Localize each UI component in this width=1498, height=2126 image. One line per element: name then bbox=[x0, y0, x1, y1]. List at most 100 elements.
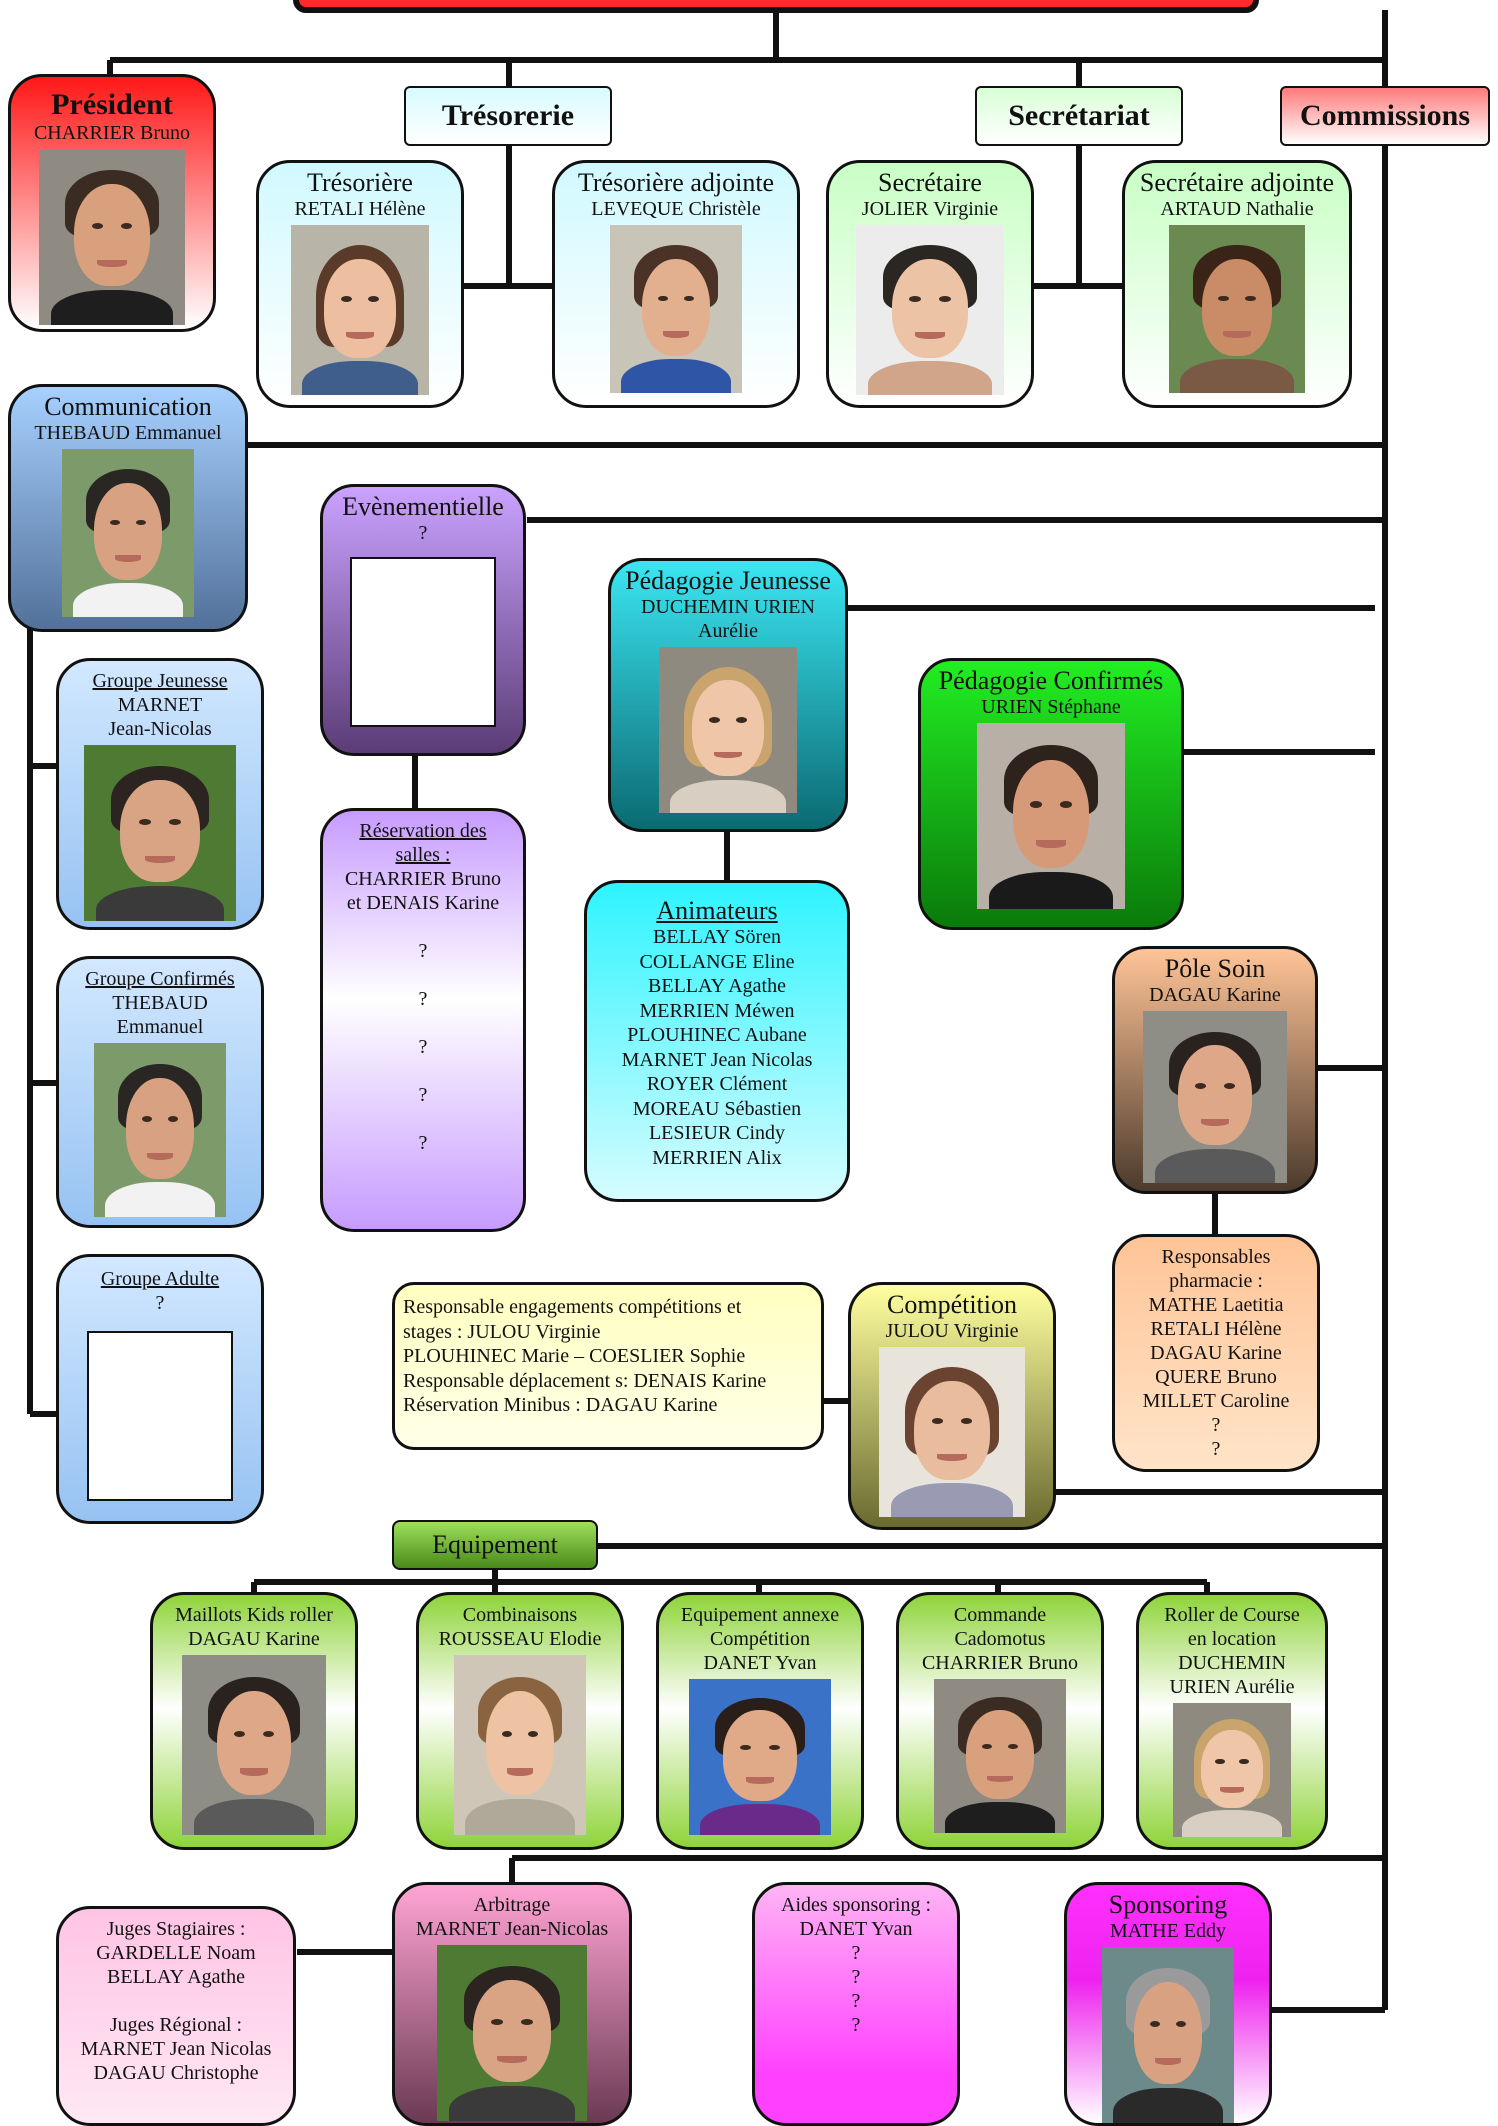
arbitrage-name: MARNET Jean-Nicolas bbox=[415, 1918, 609, 1940]
aides-sponsoring-q: ? bbox=[851, 1966, 861, 1988]
president-title: Président bbox=[51, 88, 173, 121]
responsables-line: Responsable engagements compétitions et bbox=[403, 1296, 742, 1318]
groupe-confirmes-name-2: Emmanuel bbox=[116, 1016, 204, 1038]
reservation-q: ? bbox=[418, 940, 428, 962]
pole-soin-title: Pôle Soin bbox=[1164, 954, 1266, 983]
groupe-jeunesse-title: Groupe Jeunesse bbox=[92, 670, 228, 692]
animateurs-title: Animateurs bbox=[656, 896, 778, 925]
pedagogie-confirmes-name: URIEN Stéphane bbox=[981, 696, 1121, 718]
secretaire-title: Secrétaire bbox=[878, 168, 982, 197]
combinaisons-name: ROUSSEAU Elodie bbox=[438, 1628, 602, 1650]
roller-course-name-2: URIEN Aurélie bbox=[1169, 1676, 1295, 1698]
evenementielle-name: ? bbox=[418, 522, 428, 544]
animateur-name: BELLAY Sören bbox=[653, 926, 781, 948]
sponsoring-photo bbox=[1102, 1947, 1234, 2123]
aides-sponsoring-title: Aides sponsoring : bbox=[781, 1894, 931, 1916]
reservation-box: Réservation des salles : CHARRIER Bruno … bbox=[320, 808, 526, 1232]
groupe-jeunesse-name-2: Jean-Nicolas bbox=[108, 718, 212, 740]
combinaisons-box: Combinaisons ROUSSEAU Elodie bbox=[416, 1592, 624, 1850]
equipement-annexe-title: Equipement annexe bbox=[680, 1604, 840, 1626]
competition-name: JULOU Virginie bbox=[885, 1320, 1019, 1342]
aides-sponsoring-box: Aides sponsoring : DANET Yvan ? ? ? ? bbox=[752, 1882, 960, 2126]
juges-box: Juges Stagiaires : GARDELLE Noam BELLAY … bbox=[56, 1906, 296, 2126]
pedagogie-confirmes-box: Pédagogie Confirmés URIEN Stéphane bbox=[918, 658, 1184, 930]
pedagogie-jeunesse-name-2: Aurélie bbox=[698, 620, 758, 642]
competition-photo bbox=[879, 1347, 1025, 1517]
pharmacie-line: RETALI Hélène bbox=[1150, 1318, 1282, 1340]
pharmacie-line: QUERE Bruno bbox=[1155, 1366, 1277, 1388]
pole-soin-box: Pôle Soin DAGAU Karine bbox=[1112, 946, 1318, 1194]
groupe-adulte-name: ? bbox=[155, 1292, 165, 1314]
roller-course-photo bbox=[1173, 1703, 1291, 1837]
juges-line: GARDELLE Noam bbox=[96, 1942, 256, 1964]
reservation-name-2: et DENAIS Karine bbox=[346, 892, 500, 914]
pedagogie-jeunesse-title: Pédagogie Jeunesse bbox=[625, 566, 831, 595]
animateurs-box: Animateurs BELLAY Sören COLLANGE Eline B… bbox=[584, 880, 850, 1202]
groupe-confirmes-photo bbox=[94, 1043, 226, 1217]
combinaisons-photo bbox=[454, 1655, 586, 1835]
roller-course-name: DUCHEMIN bbox=[1178, 1652, 1286, 1674]
equipement-annexe-title-2: Compétition bbox=[710, 1628, 810, 1650]
secretaire-name: JOLIER Virginie bbox=[861, 198, 999, 220]
groupe-jeunesse-box: Groupe Jeunesse MARNET Jean-Nicolas bbox=[56, 658, 264, 930]
reservation-title: Réservation des bbox=[359, 820, 487, 842]
secretaire-adjointe-name: ARTAUD Nathalie bbox=[1160, 198, 1314, 220]
animateur-name: LESIEUR Cindy bbox=[648, 1122, 786, 1144]
secretariat-label: Secrétariat bbox=[975, 86, 1183, 146]
juges-line: Juges Stagiaires : bbox=[106, 1918, 246, 1940]
responsables-line: Responsable déplacement s: DENAIS Karine bbox=[403, 1369, 767, 1392]
groupe-adulte-photo-placeholder bbox=[87, 1331, 233, 1501]
commissions-label: Commissions bbox=[1280, 86, 1490, 146]
evenementielle-box: Evènementielle ? bbox=[320, 484, 526, 756]
equipement-annexe-photo bbox=[689, 1679, 831, 1835]
maillots-title: Maillots Kids roller bbox=[175, 1604, 333, 1626]
communication-title: Communication bbox=[44, 392, 212, 421]
aides-sponsoring-q: ? bbox=[851, 1990, 861, 2012]
president-box: Président CHARRIER Bruno bbox=[8, 74, 216, 332]
roller-course-box: Roller de Course en location DUCHEMIN UR… bbox=[1136, 1592, 1328, 1850]
equipement-label: Equipement bbox=[392, 1520, 598, 1570]
tresoriere-box: Trésorière RETALI Hélène bbox=[256, 160, 464, 408]
juges-line: BELLAY Agathe bbox=[107, 1966, 245, 1988]
tresorerie-label: Trésorerie bbox=[404, 86, 612, 146]
responsables-line: stages : JULOU Virginie bbox=[403, 1320, 601, 1343]
groupe-adulte-box: Groupe Adulte ? bbox=[56, 1254, 264, 1524]
tresoriere-name: RETALI Hélène bbox=[294, 198, 426, 220]
juges-line: MARNET Jean Nicolas bbox=[80, 2038, 272, 2060]
commande-title-2: Cadomotus bbox=[954, 1628, 1046, 1650]
communication-photo bbox=[62, 449, 194, 617]
juges-line: DAGAU Christophe bbox=[93, 2062, 259, 2084]
tresoriere-photo bbox=[291, 225, 429, 395]
animateur-name: BELLAY Agathe bbox=[648, 975, 786, 997]
pole-soin-name: DAGAU Karine bbox=[1149, 984, 1281, 1006]
responsables-competition-box: Responsable engagements compétitions et … bbox=[392, 1282, 824, 1450]
groupe-confirmes-name: THEBAUD bbox=[112, 992, 208, 1014]
sponsoring-box: Sponsoring MATHE Eddy bbox=[1064, 1882, 1272, 2126]
sponsoring-title: Sponsoring bbox=[1108, 1890, 1228, 1919]
president-name: CHARRIER Bruno bbox=[33, 122, 191, 144]
communication-name: THEBAUD Emmanuel bbox=[34, 422, 222, 444]
reservation-q: ? bbox=[418, 1036, 428, 1058]
maillots-name: DAGAU Karine bbox=[188, 1628, 320, 1650]
secretaire-adjointe-photo bbox=[1169, 225, 1305, 393]
pharmacie-line: MILLET Caroline bbox=[1142, 1390, 1290, 1412]
groupe-jeunesse-name: MARNET bbox=[117, 694, 203, 716]
tresoriere-adjointe-photo bbox=[610, 225, 742, 393]
maillots-photo bbox=[182, 1655, 326, 1835]
pedagogie-confirmes-photo bbox=[977, 723, 1125, 909]
reservation-title-2: salles : bbox=[395, 844, 451, 866]
secretaire-photo bbox=[856, 225, 1004, 395]
competition-title: Compétition bbox=[887, 1290, 1017, 1319]
sponsoring-name: MATHE Eddy bbox=[1109, 1920, 1227, 1942]
tresoriere-title: Trésorière bbox=[307, 168, 413, 197]
secretaire-box: Secrétaire JOLIER Virginie bbox=[826, 160, 1034, 408]
roller-course-title: Roller de Course bbox=[1164, 1604, 1300, 1626]
animateur-name: COLLANGE Eline bbox=[639, 950, 795, 973]
pedagogie-jeunesse-name: DUCHEMIN URIEN bbox=[641, 596, 815, 618]
aides-sponsoring-name: DANET Yvan bbox=[799, 1918, 913, 1940]
animateur-name: PLOUHINEC Aubane bbox=[627, 1024, 807, 1046]
animateur-name: MERRIEN Alix bbox=[652, 1146, 782, 1169]
commande-name: CHARRIER Bruno bbox=[921, 1652, 1079, 1674]
